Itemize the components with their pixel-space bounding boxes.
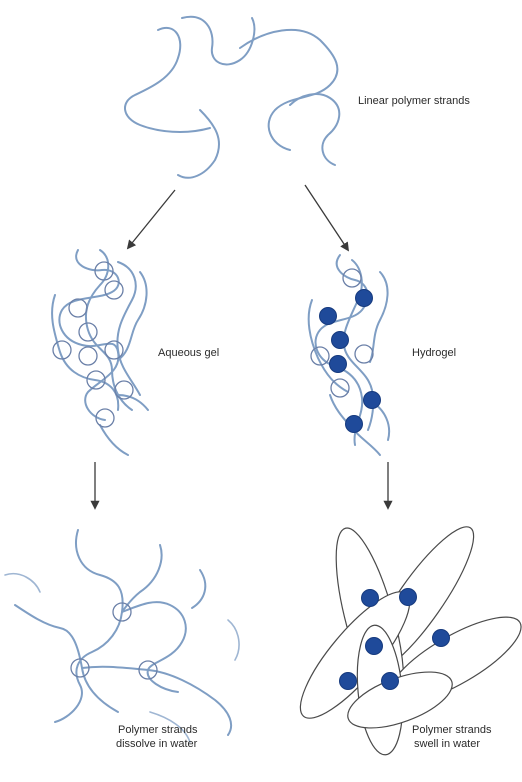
dissolved-strand-9 bbox=[228, 620, 239, 660]
linear-polymer-strands bbox=[125, 17, 339, 178]
linear-strand-3 bbox=[240, 30, 337, 150]
gel-strand-4 bbox=[52, 295, 118, 410]
crosslink-open bbox=[79, 347, 97, 365]
linear-strand-1 bbox=[125, 28, 210, 132]
crosslink-filled bbox=[433, 630, 450, 647]
label-swell-line-1: Polymer strands bbox=[412, 724, 492, 736]
hydrogel-network bbox=[309, 255, 389, 455]
dissolved-strand-3 bbox=[122, 602, 186, 692]
label-hydrogel: Hydrogel bbox=[412, 347, 456, 359]
label-swell-line-2: swell in water bbox=[414, 738, 480, 750]
crosslink-filled bbox=[362, 590, 379, 607]
dissolved-strand-6 bbox=[192, 570, 205, 608]
label-linear-polymer-strands: Linear polymer strands bbox=[358, 95, 470, 107]
hydrogel-strand-3 bbox=[370, 272, 388, 362]
arrow-to-hydrogel bbox=[305, 185, 348, 250]
label-dissolve-line-1: Polymer strands bbox=[118, 724, 198, 736]
dissolved-polymer-strands bbox=[5, 530, 239, 742]
crosslink-open bbox=[343, 269, 361, 287]
aqueous-gel-network bbox=[52, 250, 148, 455]
crosslink-filled bbox=[330, 356, 347, 373]
label-aqueous-gel: Aqueous gel bbox=[158, 347, 219, 359]
crosslink-open bbox=[355, 345, 373, 363]
crosslink-filled bbox=[320, 308, 337, 325]
crosslink-filled bbox=[366, 638, 383, 655]
dissolved-strand-7 bbox=[5, 574, 40, 592]
crosslink-filled bbox=[340, 673, 357, 690]
gel-strand-3 bbox=[117, 262, 140, 395]
crosslink-filled bbox=[356, 290, 373, 307]
crosslink-filled bbox=[346, 416, 363, 433]
crosslink-open bbox=[69, 299, 87, 317]
gel-strand-6 bbox=[100, 425, 128, 455]
dissolved-strand-2 bbox=[15, 605, 118, 712]
linear-strand-5 bbox=[290, 94, 339, 165]
crosslink-filled bbox=[364, 392, 381, 409]
crosslink-filled bbox=[382, 673, 399, 690]
arrow-to-aqueous-gel bbox=[128, 190, 175, 248]
dissolved-strand-1 bbox=[55, 530, 123, 722]
linear-strand-2 bbox=[182, 17, 254, 65]
label-dissolve-line-2: dissolve in water bbox=[116, 738, 198, 750]
crosslink-filled bbox=[400, 589, 417, 606]
swollen-hydrogel bbox=[285, 515, 522, 756]
crosslink-filled bbox=[332, 332, 349, 349]
linear-strand-4 bbox=[178, 110, 219, 178]
